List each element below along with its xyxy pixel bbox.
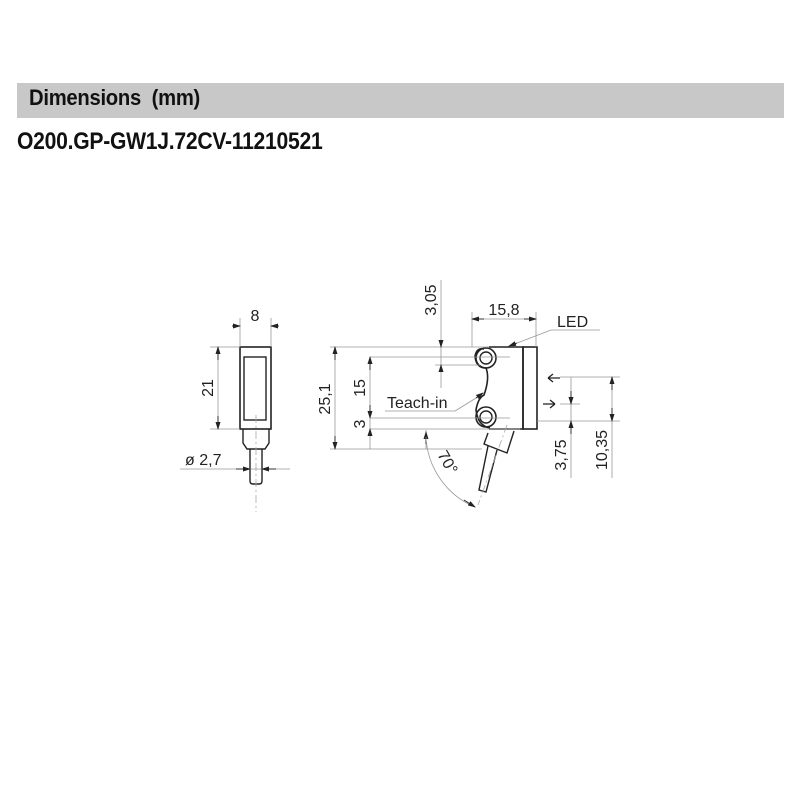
optical-axis-offset-label: 3,75 (553, 439, 570, 470)
cable-diameter-label: ø 2,7 (185, 452, 222, 469)
body-width-label: 15,8 (488, 302, 519, 319)
bottom-offset-label: 3 (352, 419, 369, 428)
side-view-lens (243, 356, 267, 421)
led-label: LED (557, 314, 588, 331)
total-height-label: 25,1 (317, 383, 334, 414)
emitter-height-label: 10,35 (594, 430, 611, 470)
side-width-label: 8 (251, 308, 260, 325)
front-cable (478, 445, 498, 493)
hole-spacing-label: 15 (352, 379, 369, 397)
model-code: O200.GP-GW1J.72CV-11210521 (17, 128, 323, 155)
front-view (330, 280, 620, 508)
mounting-hole-bottom (475, 406, 497, 428)
side-view (180, 318, 290, 512)
top-offset-label: 3,05 (423, 284, 440, 315)
mounting-hole-top (475, 347, 497, 369)
section-title: Dimensions (mm) (29, 85, 201, 110)
housing (489, 346, 524, 430)
teach-in-label: Teach-in (387, 395, 447, 412)
section-header-bar (17, 83, 784, 118)
side-view-body (239, 346, 272, 430)
side-height-label: 21 (200, 379, 217, 397)
lens-strip (522, 346, 538, 430)
cable-angle-label: 70° (433, 448, 460, 477)
